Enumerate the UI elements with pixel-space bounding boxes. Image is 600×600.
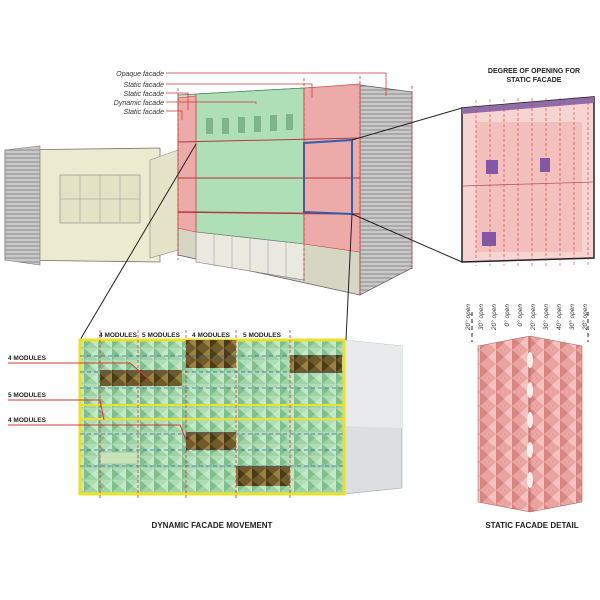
side-module-label-3: 4 MODULES <box>8 417 47 424</box>
dynamic-facade-panel: 4 MODULES 5 MODULES 4 MODULES 5 MODULES … <box>8 330 403 530</box>
legend-label-opaque: Opaque facade <box>116 71 164 78</box>
top-module-label-3: 4 MODULES <box>192 332 231 339</box>
top-module-label-2: 5 MODULES <box>142 332 181 339</box>
side-module-label-1: 4 MODULES <box>8 355 47 362</box>
opening-angle-label: 30° open <box>542 304 550 330</box>
top-module-label-1: 4 MODULES <box>99 332 138 339</box>
legend-label-static-1: Static facade <box>124 82 165 89</box>
opening-angle-label: 40° open <box>555 304 563 330</box>
opening-angle-label: 0° open <box>503 304 511 327</box>
opening-panel-title-1: DEGREE OF OPENING FOR <box>488 68 580 75</box>
legend-label-static-2: Static facade <box>124 91 165 98</box>
static-facade-detail: STATIC FACADE DETAIL <box>477 335 583 530</box>
opening-angle-label: 30° open <box>477 304 485 330</box>
legend-label-static-3: Static facade <box>124 109 165 116</box>
opening-angle-label: 0° open <box>516 304 524 327</box>
connector-lines <box>79 107 589 342</box>
facade-legend: Opaque facade Static facade Static facad… <box>114 71 387 120</box>
static-detail-caption: STATIC FACADE DETAIL <box>485 521 578 530</box>
opening-panel-title-2: STATIC FACADE <box>507 77 562 84</box>
opening-angle-labels: 20° open 30° open 20° open 0° open 0° open 20… <box>464 304 589 331</box>
opening-angle-label: 30° open <box>568 304 576 330</box>
opening-angle-label: 20° open <box>490 304 498 331</box>
top-module-label-4: 5 MODULES <box>243 332 282 339</box>
opening-angle-label: 20° open <box>581 304 589 331</box>
side-module-label-2: 5 MODULES <box>8 392 47 399</box>
opening-angle-label: 20° open <box>529 304 537 331</box>
static-facade-opening-panel: DEGREE OF OPENING FOR STATIC FACADE 20° … <box>461 68 595 331</box>
dynamic-facade-caption: DYNAMIC FACADE MOVEMENT <box>152 521 273 530</box>
opening-angle-label: 20° open <box>464 304 472 331</box>
building-illustration <box>4 76 413 296</box>
legend-label-dynamic: Dynamic facade <box>114 100 164 107</box>
